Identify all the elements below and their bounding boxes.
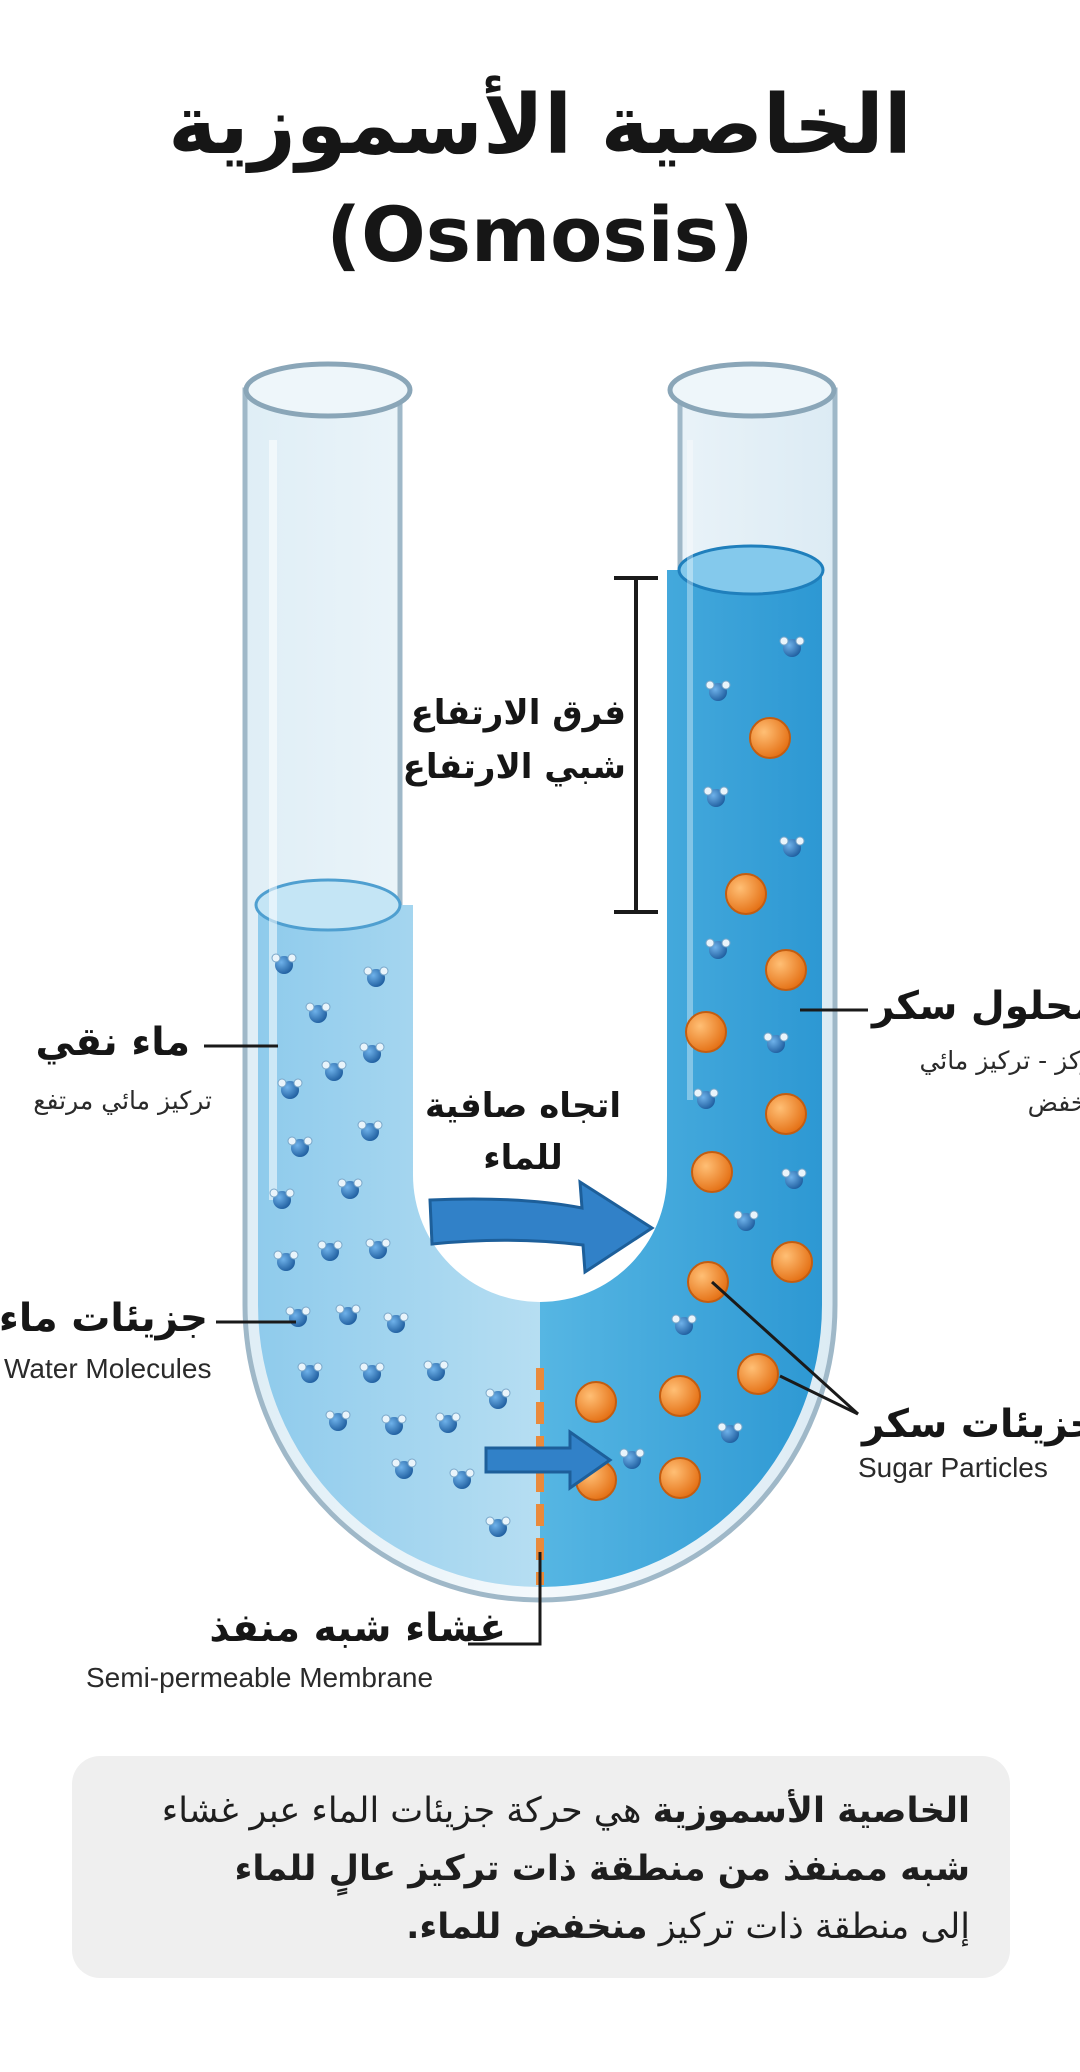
definition-term: الخاصية الأسموزية (652, 1791, 970, 1831)
water-molecule (359, 1362, 385, 1383)
water-molecule (271, 953, 297, 974)
sugar-particle (659, 1375, 701, 1417)
net-flow-line-2: للماء (483, 1138, 563, 1178)
water-molecule (357, 1120, 383, 1141)
water-molecule (277, 1078, 303, 1099)
pure-water-subtitle: تركيز مائي مرتفع (33, 1086, 212, 1115)
sugar-particles-leader-2 (779, 1374, 859, 1416)
height-difference-label: فرق الارتفاع شبي الارتفاع (402, 686, 626, 794)
sugar-solution-title: محلول سكر (872, 984, 1080, 1029)
sugar-particle (575, 1381, 617, 1423)
water-molecules-subtitle: Water Molecules (4, 1353, 212, 1384)
sugar-particles-subtitle: Sugar Particles (858, 1452, 1048, 1483)
water-molecule (705, 938, 731, 959)
water-molecule (305, 1002, 331, 1023)
water-molecule (671, 1314, 697, 1335)
water-molecule (485, 1388, 511, 1409)
definition-line-1: هي حركة جزيئات الماء عبر غشاء (161, 1791, 653, 1831)
water-molecule (485, 1516, 511, 1537)
sugar-particle (659, 1457, 701, 1499)
sugar-particle (749, 717, 791, 759)
pure-water-surface (254, 878, 402, 932)
water-molecules-title: جزيئات ماء (0, 1296, 208, 1341)
water-molecule (763, 1032, 789, 1053)
water-molecule (337, 1178, 363, 1199)
title-arabic: الخاصية الأسموزية (168, 78, 912, 173)
water-molecule (381, 1414, 407, 1435)
water-molecule (321, 1060, 347, 1081)
sugar-particle (765, 1093, 807, 1135)
sugar-solution-surface (677, 544, 825, 596)
sugar-particle (765, 949, 807, 991)
sugar-particle (687, 1261, 729, 1303)
height-difference-line-1: فرق الارتفاع (410, 693, 626, 733)
water-molecule (779, 836, 805, 857)
sugar-solution-subtitle-line-2: منخفض (1027, 1088, 1080, 1117)
sugar-solution-subtitle: مركز - تركيز مائي منخفض (878, 1040, 1080, 1124)
water-molecule (423, 1360, 449, 1381)
water-molecules (269, 636, 807, 1537)
definition-box: الخاصية الأسموزية هي حركة جزيئات الماء ع… (72, 1756, 1010, 1978)
water-molecule (391, 1458, 417, 1479)
sugar-particle (737, 1353, 779, 1395)
water-molecule (449, 1468, 475, 1489)
net-flow-line-1: اتجاه صافية (425, 1086, 621, 1126)
right-tube-rim (667, 361, 837, 419)
water-molecule (359, 1042, 385, 1063)
water-molecule (363, 966, 389, 987)
left-tube-rim (243, 361, 413, 419)
water-molecule (733, 1210, 759, 1231)
water-molecule (335, 1304, 361, 1325)
water-molecule (325, 1410, 351, 1431)
membrane-flow-arrow (484, 1429, 613, 1491)
membrane-leader (468, 1552, 542, 1646)
title-english: (Osmosis) (326, 190, 754, 279)
net-flow-label: اتجاه صافية للماء (418, 1080, 628, 1184)
definition-line-3: إلى منطقة ذات تركيز (647, 1907, 970, 1947)
definition-line-3-emphasis: منخفض للماء. (406, 1907, 648, 1947)
membrane-title: غشاء شبه منفذ (209, 1606, 506, 1651)
water-molecule (705, 680, 731, 701)
water-molecule (435, 1412, 461, 1433)
sugar-particles-leader-1 (710, 1280, 860, 1416)
water-molecule (703, 786, 729, 807)
sugar-particle (691, 1151, 733, 1193)
water-molecule (287, 1136, 313, 1157)
water-molecule (781, 1168, 807, 1189)
water-molecule (717, 1422, 743, 1443)
sugar-particle (771, 1241, 813, 1283)
sugar-solution-subtitle-line-1: مركز - تركيز مائي (919, 1046, 1080, 1075)
water-molecule (693, 1088, 719, 1109)
definition-line-2: شبه ممنفذ من منطقة ذات تركيز عالٍ للماء (234, 1849, 971, 1889)
water-molecule (779, 636, 805, 657)
sugar-particles (575, 717, 813, 1501)
pure-water-title: ماء نقي (35, 1020, 190, 1065)
water-molecule (383, 1312, 409, 1333)
water-molecule (619, 1448, 645, 1469)
height-difference-bracket (614, 576, 658, 914)
definition-text: الخاصية الأسموزية هي حركة جزيئات الماء ع… (100, 1782, 970, 1956)
water-molecule (297, 1362, 323, 1383)
sugar-particles-title: جزيئات سكر (862, 1402, 1080, 1447)
net-flow-arrow (428, 1179, 655, 1275)
sugar-particle (725, 873, 767, 915)
sugar-particle (685, 1011, 727, 1053)
sugar-solution-fill (540, 570, 822, 1587)
water-molecule (317, 1240, 343, 1261)
water-molecule (365, 1238, 391, 1259)
membrane-subtitle: Semi-permeable Membrane (86, 1662, 434, 1693)
water-molecule (269, 1188, 295, 1209)
height-difference-line-2: شبي الارتفاع (402, 747, 626, 787)
water-molecule (273, 1250, 299, 1271)
